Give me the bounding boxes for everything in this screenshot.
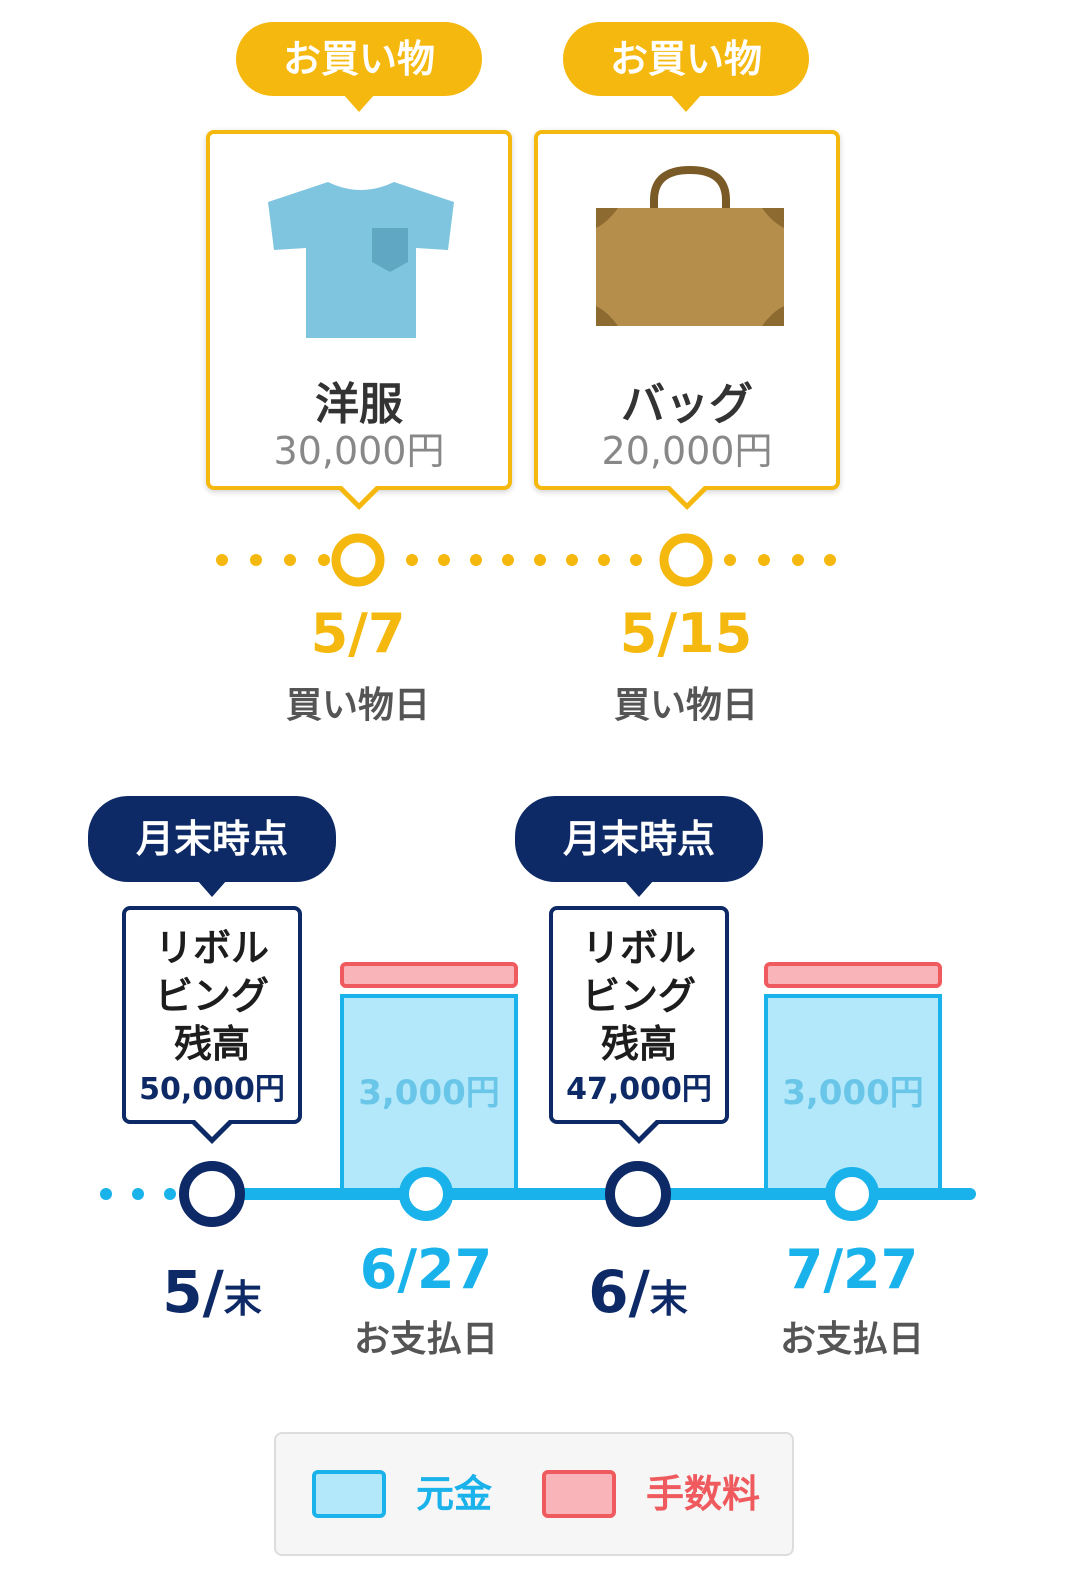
item-name: バッグ bbox=[621, 379, 753, 430]
purchase-card-clothes: 洋服 30,000円 bbox=[206, 130, 512, 510]
purchase-node bbox=[331, 533, 385, 587]
purchase-date: 5/7 bbox=[310, 602, 406, 665]
revolving-balance-box: リボル ビング 残高 47,000円 bbox=[549, 906, 729, 1144]
revolving-balance-box: リボル ビング 残高 50,000円 bbox=[122, 906, 302, 1144]
payment-timeline bbox=[100, 1161, 976, 1227]
fee-bar bbox=[764, 962, 942, 988]
payment-amount: 3,000円 bbox=[358, 1073, 500, 1113]
tshirt-icon bbox=[268, 182, 454, 338]
month-end-month: 6/ bbox=[588, 1258, 650, 1326]
month-end-date: 6/末 bbox=[538, 1258, 738, 1326]
item-price: 20,000円 bbox=[601, 429, 773, 473]
balance-label-line: ビング bbox=[581, 974, 696, 1018]
fee-bar bbox=[340, 962, 518, 988]
month-end-suffix: 末 bbox=[649, 1277, 688, 1321]
payment-node bbox=[399, 1167, 453, 1221]
purchase-date: 5/15 bbox=[619, 602, 753, 665]
month-end-month: 5/ bbox=[162, 1258, 224, 1326]
purchase-date-label: 買い物日 bbox=[285, 685, 430, 726]
month-end-date: 5/末 bbox=[112, 1258, 312, 1326]
item-price: 30,000円 bbox=[273, 429, 445, 473]
principal-bar: 3,000円 bbox=[340, 994, 518, 1194]
purchase-node bbox=[659, 533, 713, 587]
purchase-timeline bbox=[216, 533, 836, 587]
month-end-suffix: 末 bbox=[223, 1277, 262, 1321]
month-end-node bbox=[179, 1161, 245, 1227]
balance-label-line: ビング bbox=[154, 974, 269, 1018]
bag-icon bbox=[596, 165, 784, 326]
principal-bar: 3,000円 bbox=[764, 994, 942, 1194]
shopping-tag: お買い物 bbox=[563, 22, 809, 112]
item-name: 洋服 bbox=[315, 379, 403, 430]
legend: 元金 手数料 bbox=[274, 1432, 794, 1556]
balance-label-line: 残高 bbox=[600, 1022, 677, 1066]
legend-swatch-fee bbox=[542, 1470, 616, 1518]
timeline-dots bbox=[216, 554, 836, 566]
payment-amount: 3,000円 bbox=[782, 1073, 924, 1113]
legend-swatch-principal bbox=[312, 1470, 386, 1518]
payment-date: 6/27 bbox=[359, 1238, 493, 1301]
balance-label-line: リボル bbox=[581, 926, 696, 970]
purchase-card-bag: バッグ 20,000円 bbox=[534, 130, 840, 510]
balance-amount: 50,000円 bbox=[139, 1072, 285, 1107]
purchase-date-label: 買い物日 bbox=[613, 685, 758, 726]
shopping-tag: お買い物 bbox=[236, 22, 482, 112]
month-end-tag: 月末時点 bbox=[88, 796, 336, 897]
month-end-tag: 月末時点 bbox=[515, 796, 763, 897]
payment-date-label: お支払日 bbox=[353, 1319, 498, 1360]
timeline-dots bbox=[100, 1188, 176, 1200]
payment-date-label: お支払日 bbox=[779, 1319, 924, 1360]
legend-label-fee: 手数料 bbox=[646, 1472, 761, 1516]
balance-amount: 47,000円 bbox=[566, 1072, 712, 1107]
month-end-node bbox=[605, 1161, 671, 1227]
payment-date: 7/27 bbox=[785, 1238, 919, 1301]
legend-label-principal: 元金 bbox=[416, 1472, 493, 1516]
payment-node bbox=[825, 1167, 879, 1221]
balance-label-line: 残高 bbox=[173, 1022, 250, 1066]
balance-label-line: リボル bbox=[154, 926, 269, 970]
